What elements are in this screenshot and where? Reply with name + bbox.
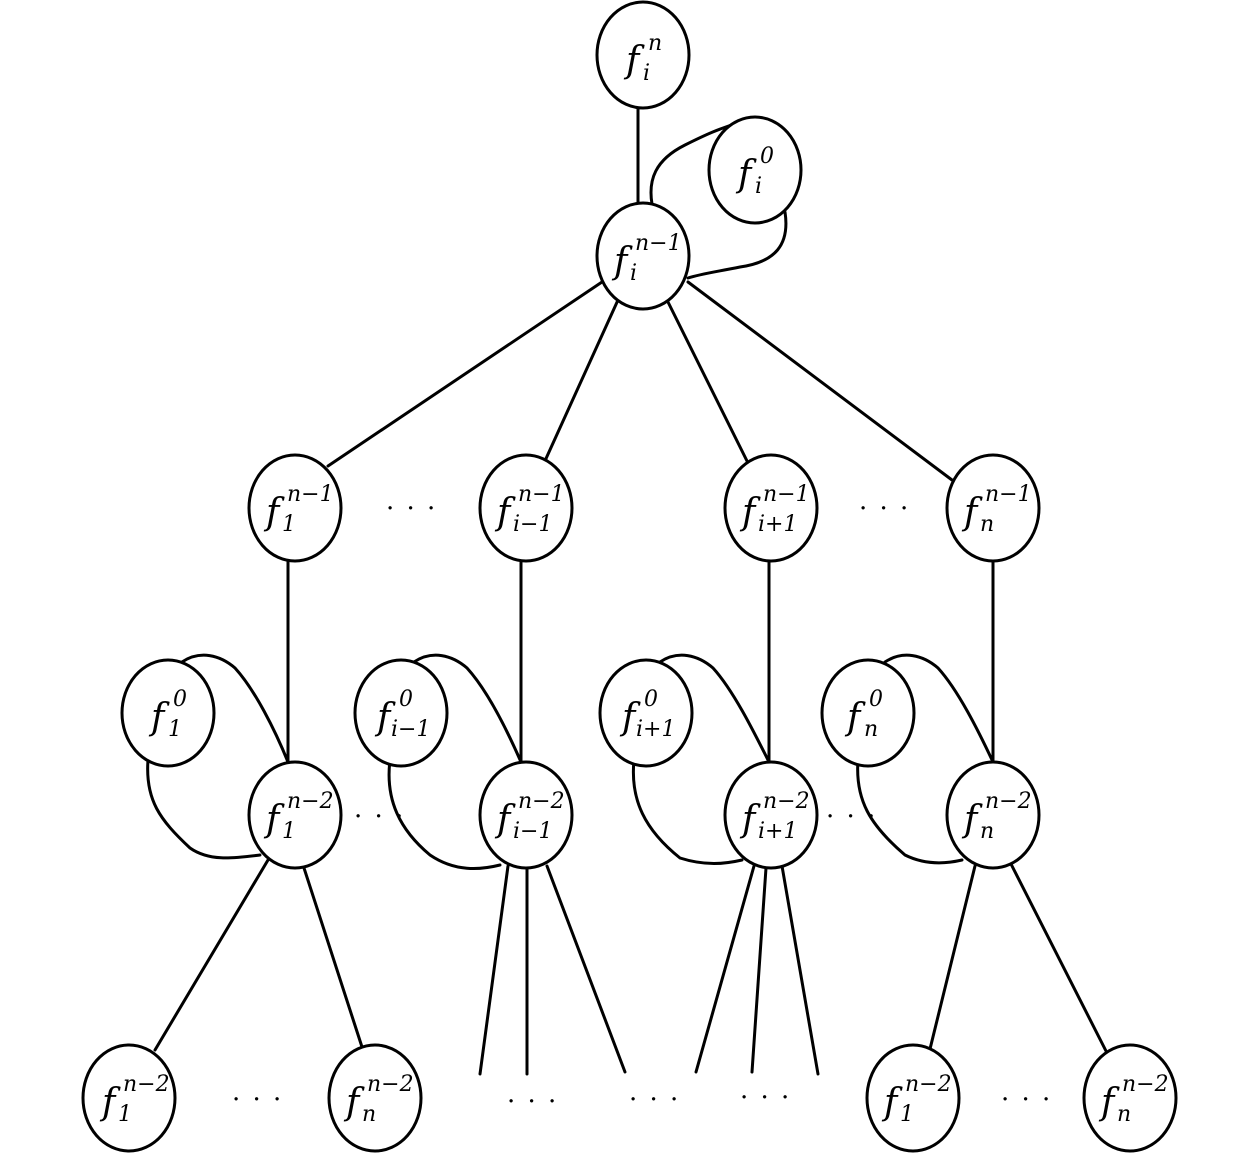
node-fin1: f n−1 i xyxy=(595,201,691,311)
node-label-sup: n−2 xyxy=(287,789,334,814)
node-label-sub: i+1 xyxy=(636,717,675,742)
node-f1n1: f n−1 1 xyxy=(247,453,343,563)
node-label-sup: 0 xyxy=(173,687,187,712)
node-label-sup: n−1 xyxy=(518,482,565,507)
ellipses: · · · · · · · · · · · · · · · · · · · · … xyxy=(232,494,1052,1117)
ellipsis-leaf-1: · · · xyxy=(232,1085,283,1115)
node-f1n2: f n−2 1 xyxy=(247,760,343,870)
node-label-sub: i xyxy=(643,61,650,86)
node-leaf2: f n−2 n xyxy=(327,1043,423,1153)
node-label-sup: n−2 xyxy=(905,1072,952,1097)
edge-fip1n2-fan-3 xyxy=(780,864,820,1076)
edge-fin1-f1n1 xyxy=(326,280,604,468)
node-fip1n1: f n−1 i+1 xyxy=(723,453,819,563)
node-root: f n i xyxy=(595,0,691,110)
node-label-sub: 1 xyxy=(282,819,296,844)
edges xyxy=(146,106,1108,1076)
edge-fin1-fip1n1 xyxy=(666,300,750,465)
loop-edge-fim10-return xyxy=(387,758,502,870)
node-leaf3: f n−2 1 xyxy=(865,1043,961,1153)
ellipsis-leaf-5: · · · xyxy=(1001,1085,1052,1115)
edge-fnn2-leaf3 xyxy=(928,864,977,1051)
node-label-sub: i+1 xyxy=(758,512,797,537)
node-label-sup: n−2 xyxy=(763,789,810,814)
node-label-sub: i xyxy=(755,174,762,199)
edge-fip1n2-fan-2 xyxy=(750,866,768,1074)
node-label-sub: i−1 xyxy=(391,717,430,742)
loop-edge-fip10 xyxy=(658,653,771,764)
node-label-sub: i xyxy=(630,261,637,286)
node-fim1n2: f n−2 i−1 xyxy=(478,760,574,870)
node-label-sub: i−1 xyxy=(513,512,552,537)
node-label-sub: n xyxy=(980,512,994,537)
node-label-sub: 1 xyxy=(282,512,296,537)
edge-f1n2-leaf1 xyxy=(153,858,270,1052)
node-label-sup: n−2 xyxy=(367,1072,414,1097)
loop-edge-f10-return xyxy=(146,758,262,860)
node-label-sub: 1 xyxy=(900,1102,914,1127)
node-fim1n1: f n−1 i−1 xyxy=(478,453,574,563)
node-label-sup: 0 xyxy=(869,687,883,712)
edge-fin1-fim1n1 xyxy=(542,298,620,465)
node-label-sup: n−2 xyxy=(518,789,565,814)
node-fim10: f 0 i−1 xyxy=(353,658,449,768)
ellipsis-leaf-4: · · · xyxy=(740,1083,791,1113)
node-label-sub: n xyxy=(864,717,878,742)
loop-edge-fi0-return xyxy=(686,210,788,280)
node-leaf1: f n−2 1 xyxy=(81,1043,177,1153)
node-label-sub: n xyxy=(362,1102,376,1127)
node-label-sup: n xyxy=(648,31,662,56)
node-label-sup: n−2 xyxy=(1122,1072,1169,1097)
loop-edge-f10 xyxy=(180,653,290,764)
node-fi0: f 0 i xyxy=(707,115,803,225)
node-label-sub: i−1 xyxy=(513,819,552,844)
node-fn0: f 0 n xyxy=(820,658,916,768)
loop-edge-fn0-return xyxy=(856,758,964,865)
node-label-sup: 0 xyxy=(399,687,413,712)
node-label-sub: 1 xyxy=(118,1102,132,1127)
node-label-sup: n−1 xyxy=(763,482,810,507)
edge-fin1-fnn1 xyxy=(686,280,954,482)
node-fip10: f 0 i+1 xyxy=(598,658,694,768)
edge-fip1n2-fan-1 xyxy=(694,864,756,1074)
ellipsis-row-n2-2: · · · xyxy=(826,802,877,832)
node-label-sub: 1 xyxy=(168,717,182,742)
node-fip1n2: f n−2 i+1 xyxy=(723,760,819,870)
node-label-sub: n xyxy=(1117,1102,1131,1127)
edge-fim1n2-fan-1 xyxy=(478,864,510,1076)
loop-edge-fn0 xyxy=(883,653,995,764)
node-fnn2: f n−2 n xyxy=(945,760,1041,870)
node-label-sup: n−2 xyxy=(985,789,1032,814)
edge-f1n2-leaf2 xyxy=(302,866,364,1049)
node-fnn1: f n−1 n xyxy=(945,453,1041,563)
edge-fnn2-leaf4 xyxy=(1008,860,1108,1053)
node-label-sup: n−1 xyxy=(985,482,1032,507)
node-label-sup: 0 xyxy=(644,687,658,712)
node-label-sup: n−2 xyxy=(123,1072,170,1097)
node-leaf4: f n−2 n xyxy=(1082,1043,1178,1153)
ellipsis-row-n2-1: · · · xyxy=(354,802,405,832)
ellipsis-leaf-3: · · · xyxy=(629,1085,680,1115)
node-label-sub: i+1 xyxy=(758,819,797,844)
edge-fim1n2-fan-3 xyxy=(545,864,627,1074)
nodes: f n i f 0 i f n−1 i f n−1 1 f n−1 xyxy=(81,0,1178,1153)
node-label-sub: n xyxy=(980,819,994,844)
node-f10: f 0 1 xyxy=(120,658,216,768)
node-label-sup: 0 xyxy=(760,144,774,169)
ellipsis-leaf-2: · · · xyxy=(507,1087,558,1117)
loop-edge-fi0 xyxy=(649,120,744,206)
ellipsis-row-n1-right: · · · xyxy=(859,494,910,524)
ellipsis-row-n1-left: · · · xyxy=(386,494,437,524)
node-label-sup: n−1 xyxy=(635,231,682,256)
loop-edge-fim10 xyxy=(412,653,523,764)
node-label-sup: n−1 xyxy=(287,482,334,507)
loop-edge-fip10-return xyxy=(631,758,744,865)
